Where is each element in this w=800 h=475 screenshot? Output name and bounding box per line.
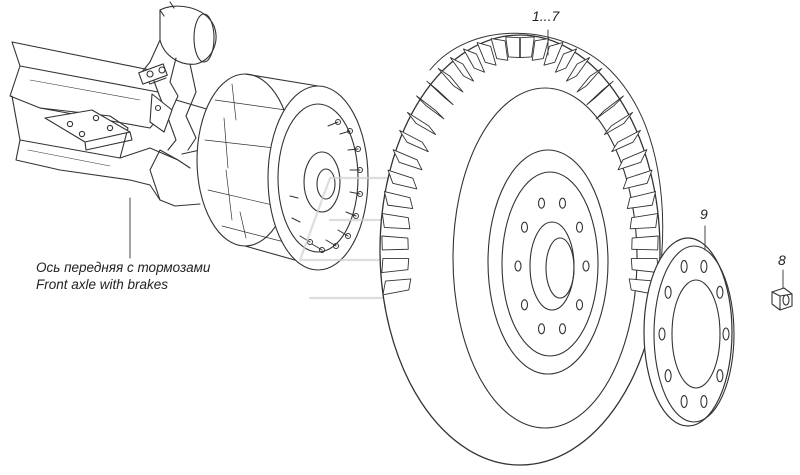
washer-hole — [700, 394, 708, 409]
tread-block — [554, 48, 578, 73]
tread-block — [595, 95, 624, 120]
leader-lines — [129, 29, 784, 289]
tread-block — [576, 67, 603, 93]
tread-block — [603, 111, 634, 136]
brake-chamber-and-knuckle — [138, 1, 217, 155]
rim-bolt-hole — [558, 323, 567, 335]
wheel-assembly — [379, 32, 664, 466]
tread-block — [611, 129, 641, 153]
spacer-washer — [643, 237, 735, 427]
tread-block — [392, 149, 423, 171]
rim-bolt-hole — [537, 323, 546, 335]
tread-block — [381, 258, 410, 273]
brake-drum-and-hub — [196, 73, 369, 271]
rim-bolt-hole — [520, 221, 529, 233]
tread-block — [629, 213, 659, 230]
callout-washer: 9 — [700, 206, 708, 222]
rim-bolt-hole — [575, 299, 584, 311]
rim-bolt-hole — [514, 260, 522, 272]
tread-block — [387, 169, 418, 190]
tread-block — [617, 149, 648, 171]
rim-bolt-hole — [582, 260, 590, 272]
tread-block — [626, 191, 657, 210]
washer-hole — [680, 394, 688, 409]
rim-bolt-hole — [575, 221, 584, 233]
tread-block — [519, 36, 535, 59]
tread-block — [566, 57, 591, 82]
callout-wheel: 1...7 — [532, 8, 560, 24]
rim-bolt-hole — [558, 197, 567, 209]
rim-bolt-hole — [537, 197, 546, 209]
tread-block — [622, 169, 653, 190]
washer-hole — [716, 369, 724, 383]
washer-hole — [664, 285, 672, 299]
caption-en: Front axle with brakes — [36, 277, 169, 292]
tread-block — [381, 213, 411, 230]
tread-block — [505, 36, 521, 59]
rim-bolt-hole — [520, 299, 529, 311]
tread-block — [406, 111, 437, 136]
tread-block — [531, 38, 550, 61]
tread-block — [631, 235, 659, 251]
tread-block — [382, 278, 412, 296]
washer-hole — [700, 259, 708, 274]
tread-block — [426, 80, 454, 106]
tread-block — [543, 42, 564, 66]
washer-hole — [680, 259, 688, 274]
tyre-tread — [381, 36, 659, 296]
caption-ru: Ось передняя с тормозами — [36, 260, 211, 275]
wheel-nut — [771, 287, 793, 311]
front-axle-beam — [9, 41, 201, 207]
tread-block — [416, 95, 445, 120]
hub-studs — [289, 119, 363, 253]
tread-block — [476, 42, 497, 66]
washer-hole — [664, 369, 672, 383]
tread-block — [490, 38, 509, 61]
tread-block — [381, 235, 409, 251]
tread-block — [399, 129, 429, 153]
washer-hole — [722, 327, 730, 341]
tread-block — [383, 191, 414, 210]
callout-nut: 8 — [778, 252, 786, 268]
washer-hole — [658, 327, 666, 341]
tread-block — [449, 57, 474, 82]
washer-hole — [716, 285, 724, 299]
wheel-rim — [487, 149, 609, 375]
tread-block — [437, 67, 464, 93]
tread-block — [462, 48, 486, 73]
tread-block — [586, 80, 614, 106]
